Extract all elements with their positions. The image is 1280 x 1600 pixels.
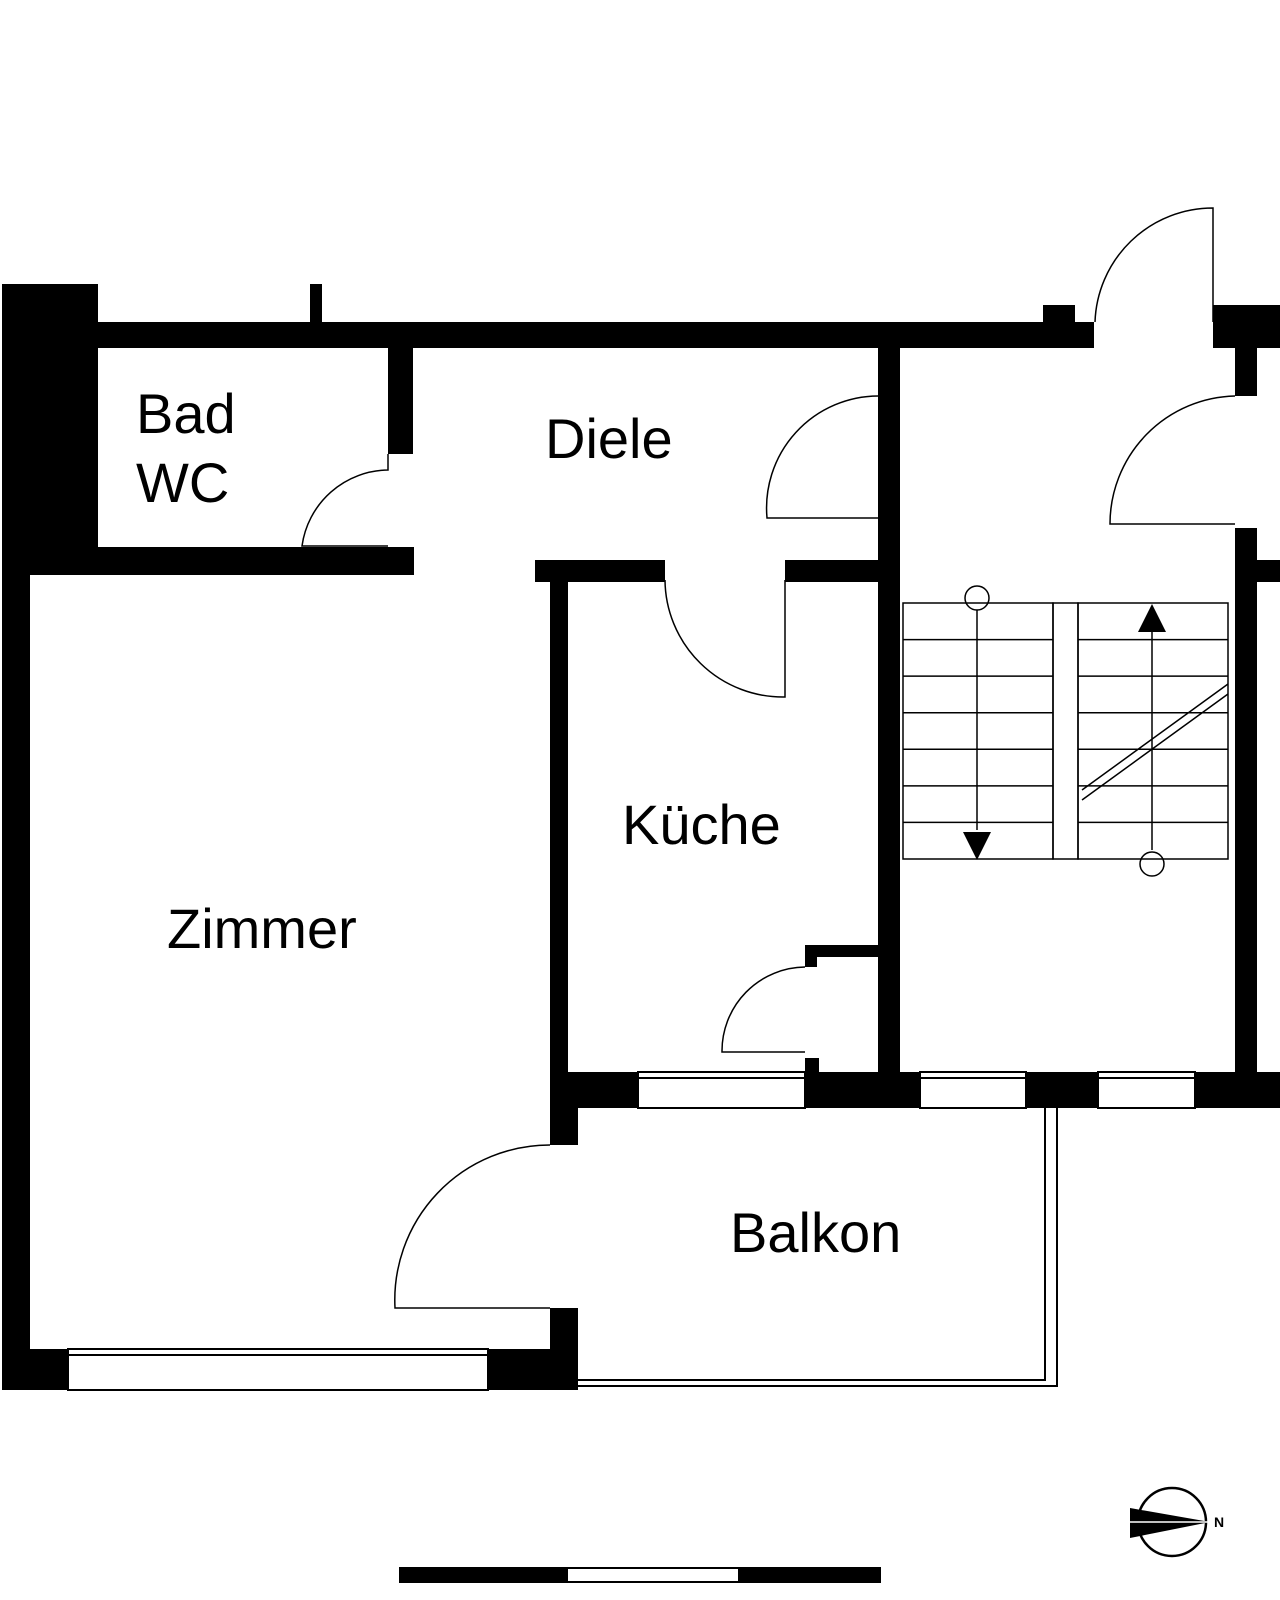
wall-bad-right-upper: [388, 346, 413, 454]
stair-well: [1052, 602, 1079, 860]
stair-arrow-down-icon: [963, 832, 991, 860]
window-zimmer: [67, 1348, 489, 1391]
wall-zimmer-bottom-right: [488, 1349, 578, 1390]
wall-kitchen-left: [550, 560, 568, 1145]
windows: [67, 1071, 1196, 1391]
wall-closet-left: [805, 945, 817, 967]
wall-zimmer-bottom-left: [2, 1349, 68, 1390]
door-kitchen: [664, 579, 786, 698]
scale-bar-icon: [399, 1567, 881, 1583]
stair-arrow-up-icon: [1138, 604, 1166, 632]
room-label-kueche: Küche: [622, 793, 781, 856]
wall-left-outer: [2, 284, 30, 1390]
room-label-wc: WC: [136, 451, 229, 514]
wall-top: [2, 322, 1094, 348]
compass-label: N: [1214, 1514, 1224, 1530]
door-swings: [301, 207, 1236, 1309]
wall-closet-bottom: [805, 1058, 819, 1074]
stair-start-marker-down: [964, 585, 990, 611]
wall-top-stub: [310, 284, 322, 324]
room-label-diele: Diele: [545, 407, 673, 470]
wall-bottom-3: [1026, 1072, 1098, 1108]
stair-flight-up: [1077, 602, 1229, 860]
wall-stair-right-stub: [1257, 560, 1280, 582]
stair-flight-down: [902, 602, 1054, 860]
balcony-railing: [578, 1108, 1046, 1381]
window-stair-1: [919, 1071, 1027, 1109]
door-diele: [765, 395, 879, 519]
staircase: [902, 585, 1229, 877]
wall-kitchen-top-right: [785, 560, 897, 582]
walls: [2, 284, 1280, 1390]
north-arrow-icon: N: [1130, 1486, 1224, 1558]
wall-bad-bottom: [2, 547, 414, 575]
door-bad: [301, 454, 389, 547]
window-stair-2: [1097, 1071, 1196, 1109]
wall-top-pier: [1043, 305, 1075, 325]
door-stair-landing: [1109, 395, 1236, 525]
room-label-bad: Bad: [136, 382, 236, 445]
wall-bad-right-lower: [388, 547, 413, 575]
wall-zimmer-right-upper: [550, 1100, 578, 1145]
wall-stair-right-upper: [1235, 346, 1257, 396]
room-label-balkon: Balkon: [730, 1201, 901, 1264]
wall-stair-right-lower: [1235, 528, 1257, 1074]
room-label-zimmer: Zimmer: [167, 897, 357, 960]
stair-start-marker-up: [1139, 851, 1165, 877]
wall-kitchen-right: [878, 346, 900, 1074]
door-closet: [721, 966, 806, 1053]
wall-top-right: [1213, 305, 1280, 348]
wall-closet-top: [805, 945, 880, 957]
wall-bottom-4: [1195, 1072, 1280, 1108]
door-entrance: [1094, 207, 1214, 323]
wall-stair-left-stub: [878, 518, 900, 562]
window-kitchen: [637, 1071, 806, 1109]
wall-bottom-2: [805, 1072, 920, 1108]
door-balcony: [394, 1144, 551, 1309]
